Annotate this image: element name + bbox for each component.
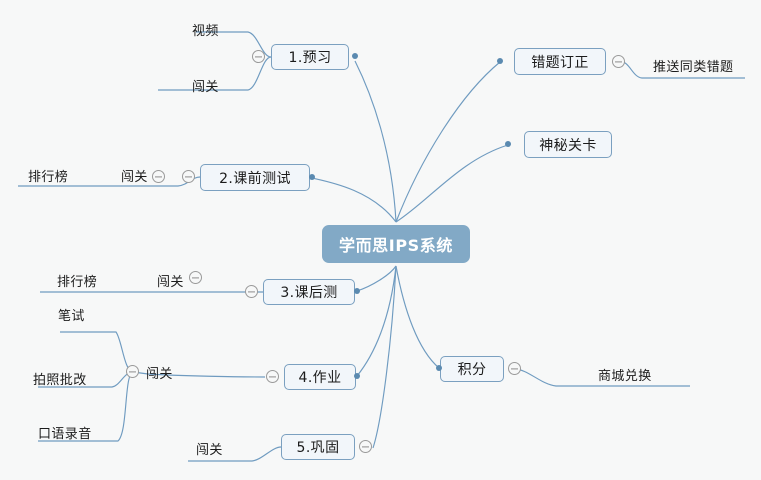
node-zuoye-label: 4.作业 [298,370,342,386]
connector-dot-yuxi [352,53,358,59]
leaf-shangcheng[interactable]: 商城兑换 [598,365,652,384]
edge-root-gonggu [372,265,397,449]
collapse-toggle-chuangguan2[interactable] [152,170,165,183]
collapse-toggle-chuangguan4[interactable] [126,365,139,378]
leaf-chuangguan1[interactable]: 闯关 [192,76,219,95]
collapse-toggle-zuoye[interactable] [266,370,279,383]
node-yuxi-label: 1.预习 [288,50,332,66]
collapse-toggle-chuangguan3[interactable] [189,271,202,284]
collapse-toggle-yuxi[interactable] [252,50,265,63]
leaf-paihangbang1[interactable]: 排行榜 [28,166,68,185]
leaf-shipin[interactable]: 视频 [192,20,219,39]
leaf-chuangguan2-label: 闯关 [121,170,148,185]
leaf-shipin-label: 视频 [192,24,219,39]
edge-root-zuoye [356,265,397,377]
edge-root-cuoti [395,61,501,223]
connector-dot-cuoti [497,58,503,64]
collapse-toggle-kehou[interactable] [245,285,258,298]
node-keqian[interactable]: 2.课前测试 [200,164,310,191]
edge-chuangguan4-bishi [60,331,134,373]
leaf-tuisong[interactable]: 推送同类错题 [653,56,733,75]
leaf-shangcheng-label: 商城兑换 [598,369,652,384]
leaf-paihangbang1-label: 排行榜 [28,170,69,185]
leaf-paihangbang2-label: 排行榜 [57,275,98,290]
node-keqian-label: 2.课前测试 [219,170,291,187]
node-zuoye[interactable]: 4.作业 [284,364,356,390]
leaf-chuangguan5-label: 闯关 [196,443,223,458]
collapse-toggle-cuoti[interactable] [612,55,625,68]
edge-root-keqian [311,177,397,223]
edge-root-shenmi [395,144,509,223]
collapse-toggle-jifen[interactable] [508,362,521,375]
connector-dot-shenmi [505,141,511,147]
connector-dot-jifen [436,365,442,371]
node-shenmi[interactable]: 神秘关卡 [524,131,612,158]
root-node-label: 学而思IPS系统 [338,236,453,255]
edge-root-jifen [395,265,440,369]
node-cuoti[interactable]: 错题订正 [514,48,606,75]
collapse-toggle-keqian[interactable] [182,170,195,183]
collapse-toggle-gonggu[interactable] [359,440,372,453]
leaf-chuangguan4[interactable]: 闯关 [146,363,173,382]
node-cuoti-label: 错题订正 [531,54,589,71]
root-node[interactable]: 学而思IPS系统 [322,225,470,263]
node-kehou[interactable]: 3.课后测 [263,279,355,305]
node-shenmi-label: 神秘关卡 [539,137,597,154]
node-yuxi[interactable]: 1.预习 [271,44,349,70]
edge-root-yuxi [354,60,397,223]
leaf-chuangguan4-label: 闯关 [146,367,173,382]
leaf-paizhao[interactable]: 拍照批改 [33,369,87,388]
leaf-chuangguan3[interactable]: 闯关 [157,271,184,290]
connector-dot-zuoye [354,373,360,379]
leaf-paihangbang2[interactable]: 排行榜 [57,271,97,290]
leaf-kouyu-label: 口语录音 [38,427,92,442]
node-gonggu-label: 5.巩固 [296,440,340,456]
leaf-tuisong-label: 推送同类错题 [653,60,734,75]
leaf-paizhao-label: 拍照批改 [33,373,87,388]
node-gonggu[interactable]: 5.巩固 [281,434,355,460]
leaf-chuangguan1-label: 闯关 [192,80,219,95]
leaf-bishi[interactable]: 笔试 [58,305,85,324]
connector-dot-keqian [309,174,315,180]
node-kehou-label: 3.课后测 [280,285,338,301]
leaf-bishi-label: 笔试 [58,309,85,324]
leaf-kouyu[interactable]: 口语录音 [38,423,92,442]
leaf-chuangguan2[interactable]: 闯关 [121,166,148,185]
leaf-chuangguan5[interactable]: 闯关 [196,439,223,458]
node-jifen[interactable]: 积分 [440,356,504,382]
connector-dot-kehou [354,288,360,294]
leaf-chuangguan3-label: 闯关 [157,275,184,290]
node-jifen-label: 积分 [457,362,487,378]
edge-root-kehou [356,265,397,292]
